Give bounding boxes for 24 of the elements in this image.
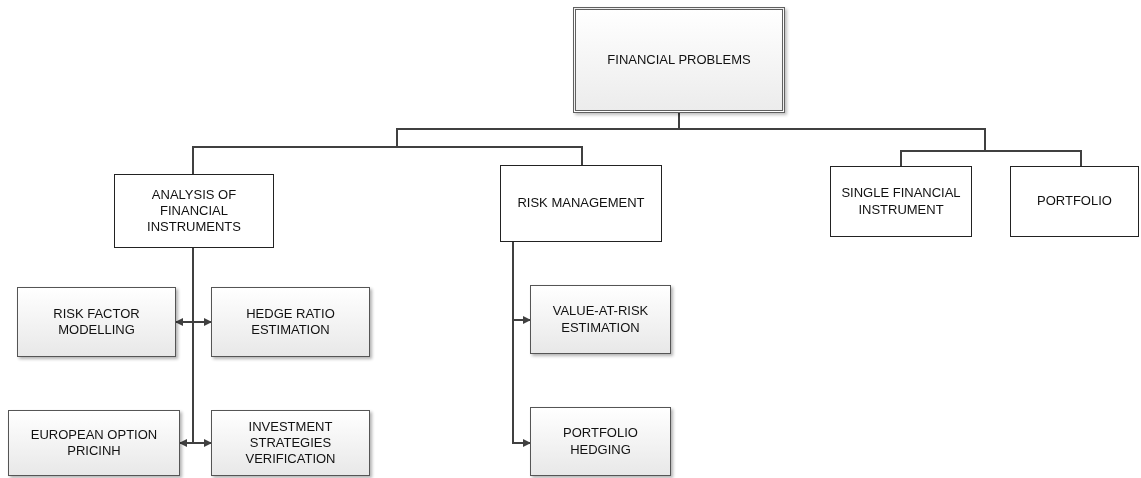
method-box — [211, 287, 370, 357]
method-box — [530, 285, 671, 354]
box-label: PORTFOLIO — [1037, 193, 1112, 210]
box-label: HEDGE RATIO ESTIMATION — [245, 305, 336, 339]
box-label: SINGLE FINANCIAL INSTRUMENT — [840, 185, 962, 218]
box-label: EUROPEAN OPTION PRICINH — [29, 426, 159, 460]
box-label: PORTFOLIO HEDGING — [562, 425, 639, 458]
box-label: ANALYSIS OF FINANCIAL INSTRUMENTS — [146, 186, 242, 236]
connector — [512, 241, 531, 447]
box-label: RISK FACTOR MODELLING — [52, 305, 141, 339]
category-box — [114, 174, 274, 248]
method-box — [530, 407, 671, 476]
method-box — [211, 410, 370, 476]
category-box — [830, 166, 972, 237]
category-box — [1010, 166, 1139, 237]
root-box — [573, 7, 785, 113]
box-label: RISK MANAGEMENT — [517, 195, 645, 212]
box-label: INVESTMENT STRATEGIES VERIFICATION — [244, 418, 337, 468]
connector — [192, 247, 212, 447]
box-label: FINANCIAL PROBLEMS — [607, 51, 751, 69]
category-box — [500, 165, 662, 242]
box-label: VALUE-AT-RISK ESTIMATION — [551, 303, 650, 336]
method-box — [8, 410, 180, 476]
method-box — [17, 287, 176, 357]
